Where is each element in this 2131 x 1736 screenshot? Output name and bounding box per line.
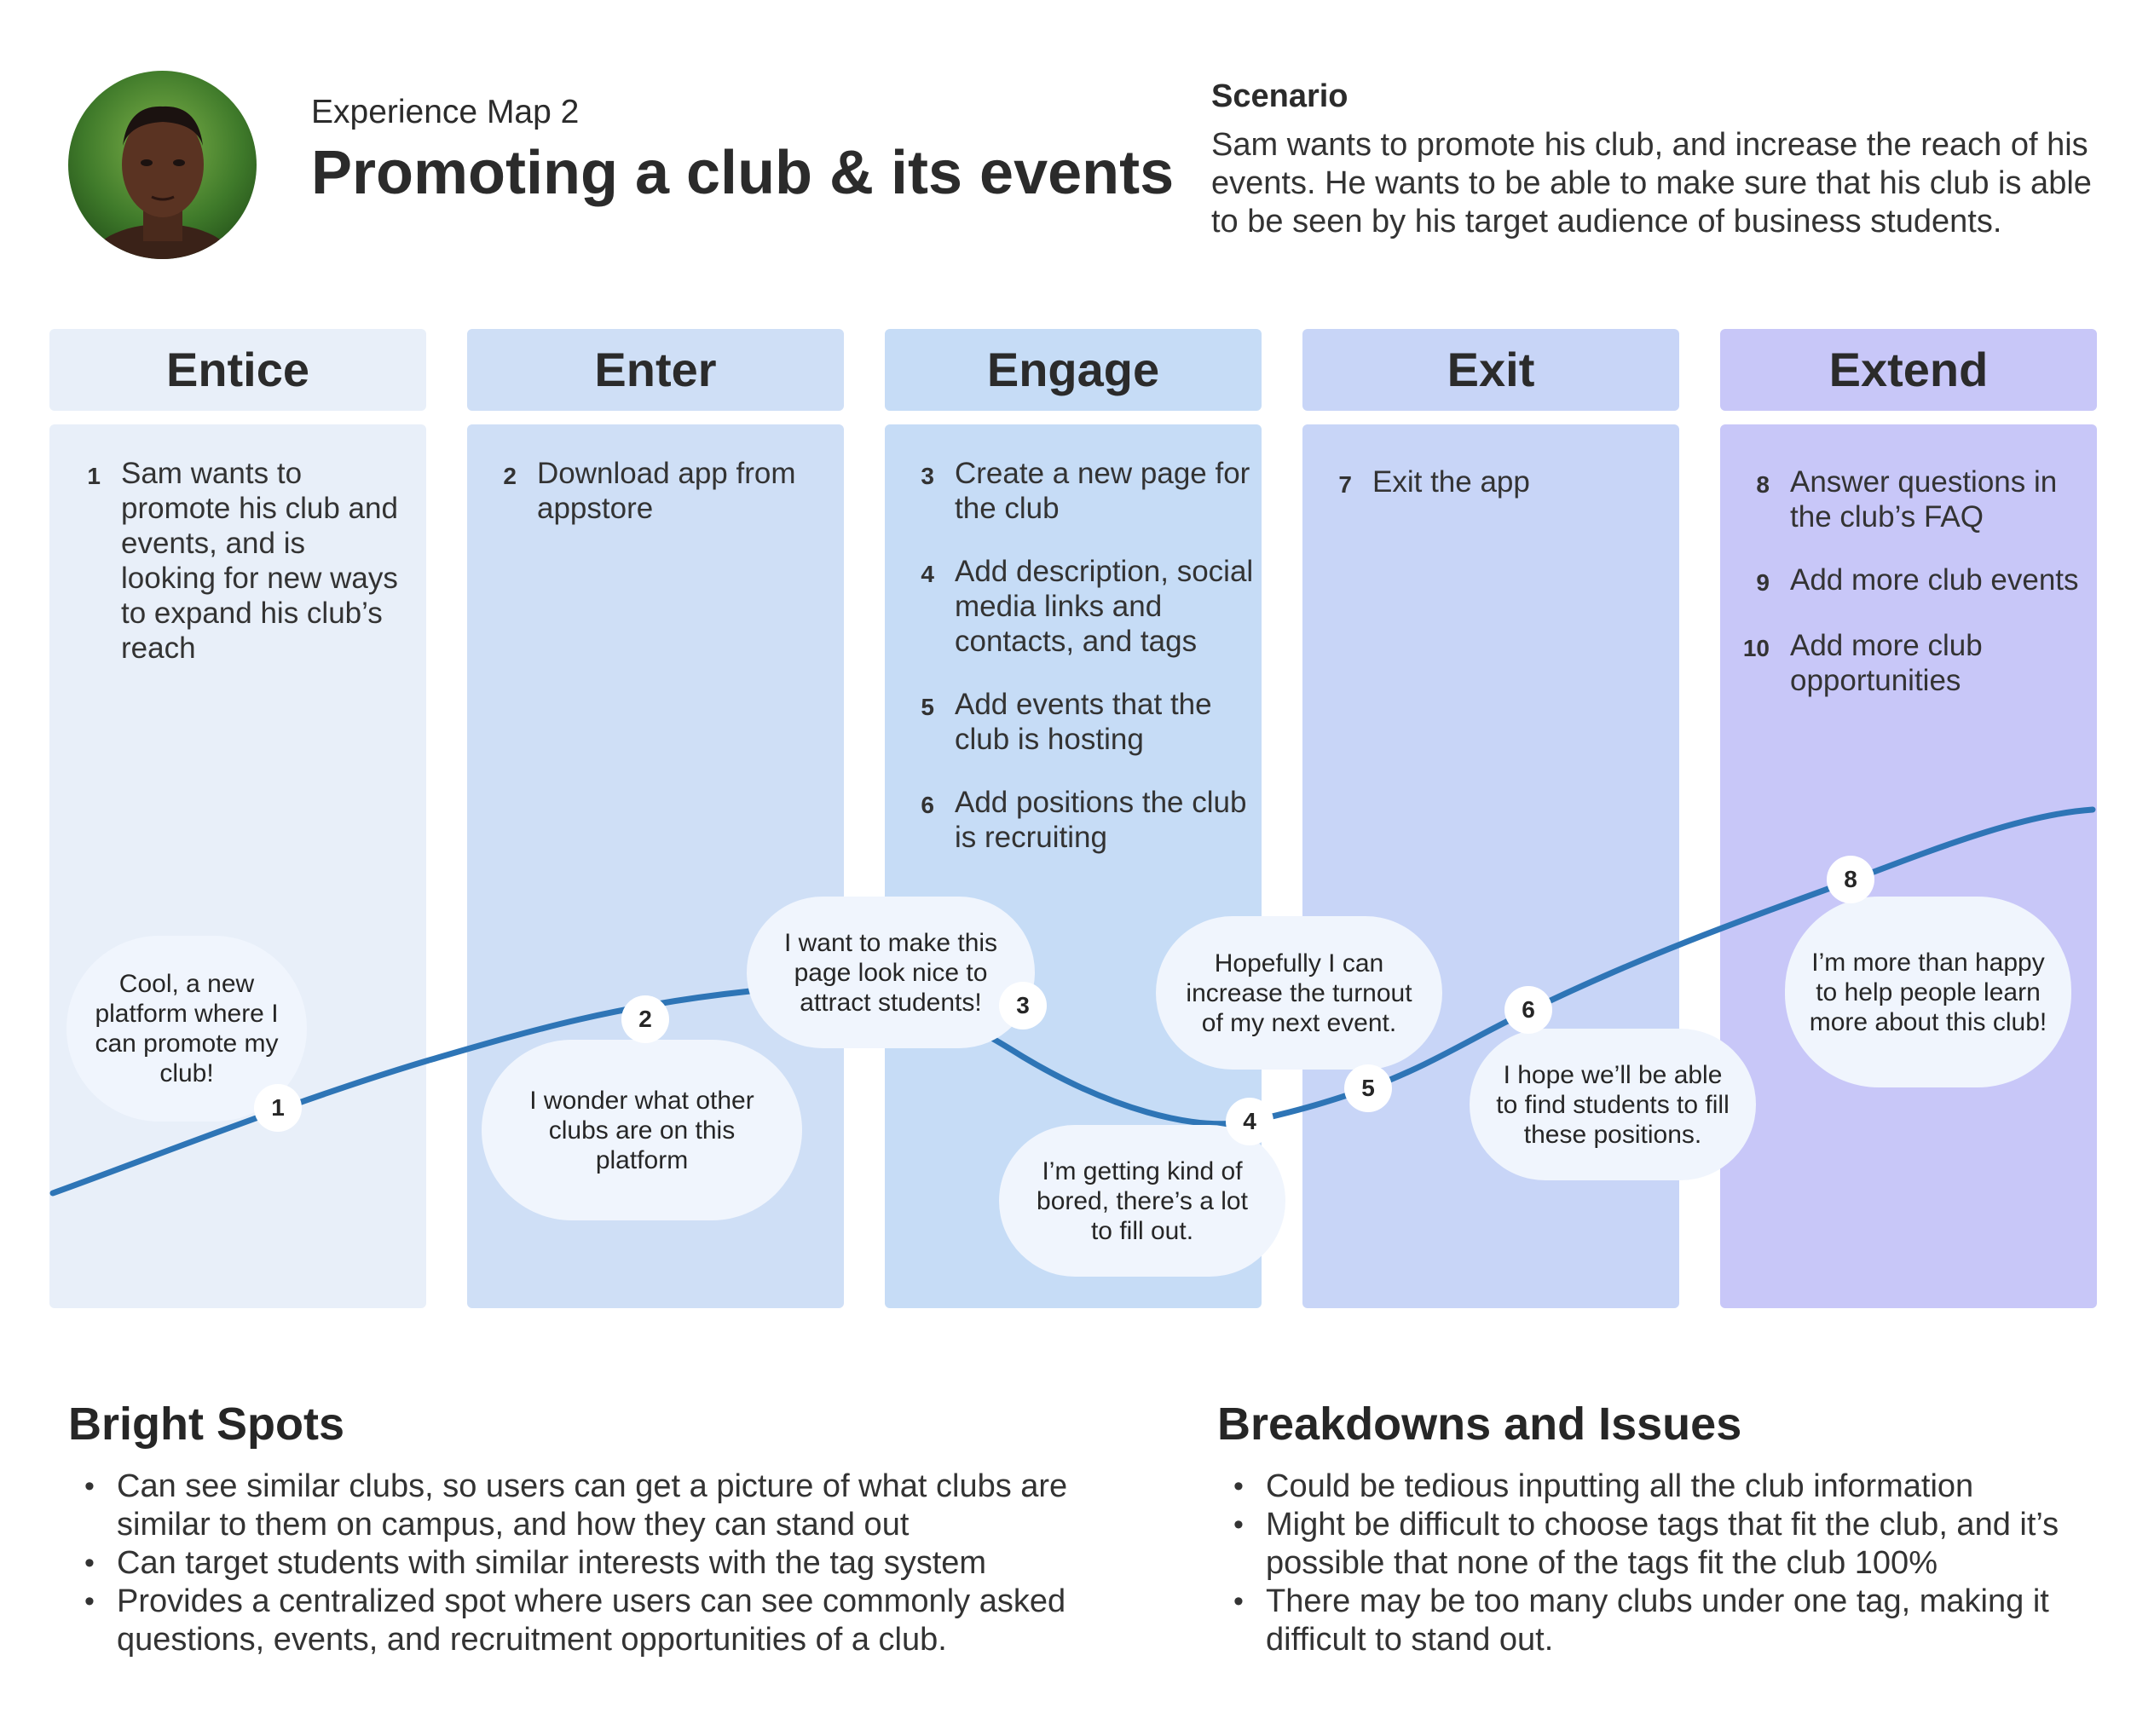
bright-spot-item: Provides a centralized spot where users … <box>68 1583 1091 1659</box>
step-number: 2 <box>503 463 517 489</box>
stage-column-entice <box>49 424 426 1308</box>
journey-marker-8: 8 <box>1827 856 1874 903</box>
stage-steps-entice: 1 Sam wants to promote his club and event… <box>66 456 399 694</box>
step-item: 5 Add events that the club is hosting <box>900 687 1258 757</box>
step-number: 9 <box>1756 569 1770 596</box>
breakdown-item: Could be tedious inputting all the club … <box>1217 1468 2070 1506</box>
step-item: 6 Add positions the club is recruiting <box>900 785 1258 855</box>
map-subtitle: Experience Map 2 <box>311 94 580 130</box>
journey-marker-6: 6 <box>1504 986 1552 1034</box>
stage-steps-engage: 3 Create a new page for the club 4 Add des… <box>900 456 1258 883</box>
stage-header-enter: Enter <box>467 329 844 411</box>
step-item: 8 Answer questions in the club’s FAQ <box>1735 464 2093 534</box>
step-item: 4 Add description, social media links and… <box>900 554 1258 659</box>
journey-line <box>49 806 2096 1197</box>
step-item: 3 Create a new page for the club <box>900 456 1258 526</box>
step-text: Download app from appstore <box>537 457 796 525</box>
thought-bubble-8: I’m more than happy to help people learn… <box>1785 897 2071 1087</box>
step-number: 10 <box>1742 635 1770 661</box>
step-text: Add description, social media links and … <box>955 555 1254 658</box>
thought-bubble-2: I wonder what other clubs are on this pl… <box>482 1040 802 1220</box>
step-number: 5 <box>921 694 934 720</box>
stage-steps-enter: 2 Download app from appstore <box>482 456 840 554</box>
step-number: 3 <box>921 463 934 489</box>
step-number: 1 <box>87 463 101 489</box>
step-text: Add events that the club is hosting <box>955 688 1212 756</box>
step-text: Add positions the club is recruiting <box>955 786 1247 854</box>
step-text: Answer questions in the club’s FAQ <box>1790 465 2058 533</box>
journey-marker-5: 5 <box>1344 1064 1392 1112</box>
bright-spots-list: Can see similar clubs, so users can get … <box>68 1468 1091 1659</box>
stage-header-engage: Engage <box>885 329 1262 411</box>
scenario-heading: Scenario <box>1211 78 1348 114</box>
step-number: 4 <box>921 561 934 587</box>
step-number: 6 <box>921 792 934 818</box>
thought-bubble-4: I’m getting kind of bored, there’s a lot… <box>999 1125 1285 1277</box>
journey-marker-1: 1 <box>254 1084 302 1132</box>
step-text: Add more club opportunities <box>1790 629 1983 697</box>
bright-spots-heading: Bright Spots <box>68 1399 344 1450</box>
thought-bubble-6: I hope we’ll be able to find students to… <box>1470 1029 1756 1180</box>
step-item: 1 Sam wants to promote his club and event… <box>66 456 399 666</box>
step-text: Add more club events <box>1790 563 2079 597</box>
journey-marker-4: 4 <box>1226 1098 1273 1145</box>
step-item: 10 Add more club opportunities <box>1735 628 2093 698</box>
stage-column-extend <box>1720 424 2097 1308</box>
step-number: 8 <box>1756 471 1770 498</box>
thought-bubble-3: I want to make this page look nice to at… <box>747 897 1035 1048</box>
step-text: Create a new page for the club <box>955 457 1250 525</box>
step-item: 2 Download app from appstore <box>482 456 840 526</box>
bright-spot-item: Can see similar clubs, so users can get … <box>68 1468 1091 1544</box>
breakdowns-heading: Breakdowns and Issues <box>1217 1399 1742 1450</box>
step-number: 7 <box>1338 471 1352 498</box>
breakdown-item: Might be difficult to choose tags that f… <box>1217 1506 2070 1583</box>
thought-bubble-5: Hopefully I can increase the turnout of … <box>1156 916 1442 1070</box>
map-title: Promoting a club & its events <box>311 139 1175 207</box>
journey-marker-3: 3 <box>999 982 1047 1029</box>
step-item: 7 Exit the app <box>1318 464 1676 502</box>
step-text: Exit the app <box>1372 465 1530 499</box>
persona-avatar <box>68 71 257 259</box>
step-item: 9 Add more club events <box>1735 562 2093 600</box>
scenario-text: Sam wants to promote his club, and incre… <box>1211 127 2092 239</box>
step-text: Sam wants to promote his club and events… <box>121 457 398 665</box>
breakdown-item: There may be too many clubs under one ta… <box>1217 1583 2070 1659</box>
stage-header-extend: Extend <box>1720 329 2097 411</box>
stage-header-exit: Exit <box>1302 329 1679 411</box>
journey-marker-2: 2 <box>621 995 669 1043</box>
stage-header-entice: Entice <box>49 329 426 411</box>
breakdowns-list: Could be tedious inputting all the club … <box>1217 1468 2070 1659</box>
bright-spot-item: Can target students with similar interes… <box>68 1544 1091 1583</box>
stage-steps-exit: 7 Exit the app <box>1318 464 1676 530</box>
